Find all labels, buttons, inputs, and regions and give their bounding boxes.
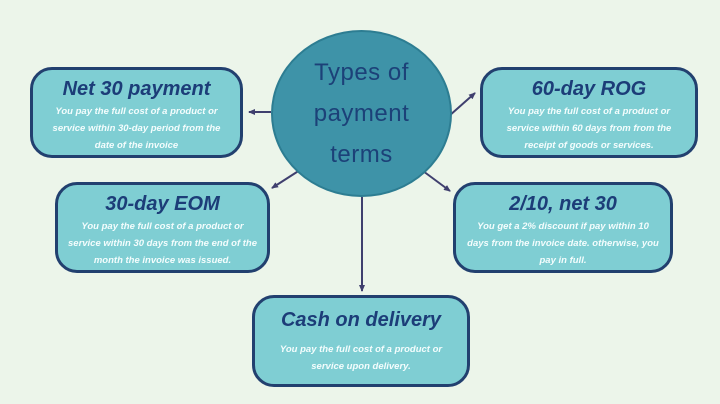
node-title: Cash on delivery xyxy=(280,309,442,331)
center-node-line: Types of xyxy=(314,59,409,86)
center-node-line: payment xyxy=(313,100,410,127)
node-title: 60-day ROG xyxy=(531,78,647,100)
node-2-10-net-30: 2/10, net 30 You get a 2% discount if pa… xyxy=(453,182,673,273)
center-node-line: terms xyxy=(330,141,393,168)
center-node-types-of-payment-terms: Types of payment terms xyxy=(271,30,452,197)
node-description: You get a 2% discount if pay within 10 d… xyxy=(467,221,659,266)
arrow-to-2-10-net-30 xyxy=(422,170,451,192)
node-title: 30-day EOM xyxy=(105,193,220,215)
arrow-to-60-day-rog xyxy=(448,92,476,117)
node-60-day-rog: 60-day ROG You pay the full cost of a pr… xyxy=(480,67,698,158)
node-net-30-payment: Net 30 payment You pay the full cost of … xyxy=(30,67,243,158)
node-description: You pay the full cost of a product or se… xyxy=(279,344,443,372)
node-title: Net 30 payment xyxy=(62,78,211,100)
node-cash-on-delivery: Cash on delivery You pay the full cost o… xyxy=(252,295,470,387)
node-description: You pay the full cost of a product or se… xyxy=(506,106,672,151)
arrow-to-30-day-eom xyxy=(271,169,301,189)
node-description: You pay the full cost of a product or se… xyxy=(68,221,257,266)
node-description: You pay the full cost of a product or se… xyxy=(52,106,221,151)
node-title: 2/10, net 30 xyxy=(509,193,617,215)
node-30-day-eom: 30-day EOM You pay the full cost of a pr… xyxy=(55,182,270,273)
